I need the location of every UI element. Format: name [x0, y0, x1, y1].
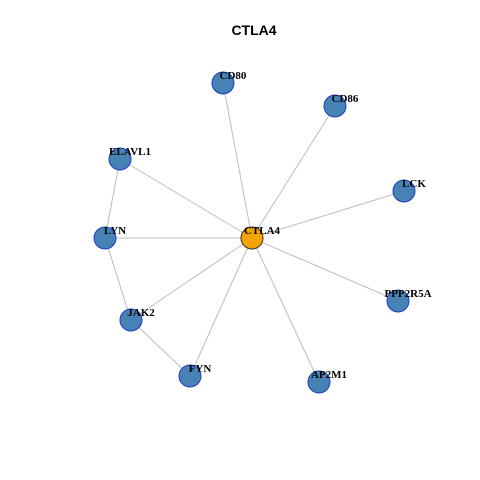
node-ap2m1[interactable] [307, 370, 331, 394]
node-label-ap2m1: AP2M1 [311, 369, 347, 381]
edge-ctla4-jak2 [130, 237, 253, 321]
node-lck[interactable] [392, 179, 416, 203]
node-label-ctla4: CTLA4 [244, 225, 281, 237]
diagram-title: CTLA4 [231, 22, 276, 38]
node-ctla4[interactable] [240, 226, 264, 250]
node-cd80[interactable] [211, 71, 235, 95]
edge-elavl1-lyn [104, 158, 121, 239]
node-elavl1[interactable] [108, 147, 132, 171]
edge-ctla4-elavl1 [119, 158, 253, 239]
edge-ctla4-lck [251, 190, 405, 239]
node-label-jak2: JAK2 [127, 307, 155, 319]
nodes-layer [93, 71, 416, 394]
edge-ctla4-cd80 [222, 82, 253, 239]
edge-ctla4-ppp2r5a [251, 237, 399, 302]
node-fyn[interactable] [178, 364, 202, 388]
edges-layer [104, 82, 405, 383]
node-label-ppp2r5a: PPP2R5A [384, 288, 431, 300]
node-label-elavl1: ELAVL1 [109, 146, 151, 158]
edge-jak2-fyn [130, 319, 191, 377]
node-ppp2r5a[interactable] [386, 289, 410, 313]
node-label-fyn: FYN [189, 363, 212, 375]
edge-ctla4-fyn [189, 237, 253, 377]
edge-ctla4-cd86 [251, 105, 336, 239]
edge-lyn-jak2 [104, 237, 132, 321]
node-label-lck: LCK [402, 178, 426, 190]
edge-ctla4-ap2m1 [251, 237, 320, 383]
node-label-lyn: LYN [104, 225, 126, 237]
node-label-cd80: CD80 [220, 70, 247, 82]
node-cd86[interactable] [323, 94, 347, 118]
node-lyn[interactable] [93, 226, 117, 250]
node-jak2[interactable] [119, 308, 143, 332]
node-label-cd86: CD86 [332, 93, 359, 105]
